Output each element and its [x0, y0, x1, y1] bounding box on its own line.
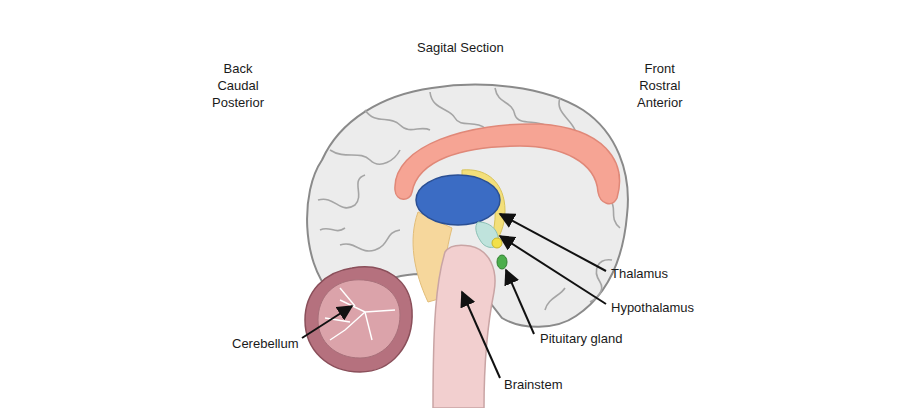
diagram-title: Sagital Section [417, 39, 504, 56]
arbor-vitae [325, 288, 395, 340]
direction-label: Back Caudal Posterior [212, 60, 264, 111]
cerebellum [305, 267, 412, 372]
part-label: Thalamus [611, 265, 668, 282]
pituitary-gland [497, 255, 507, 269]
part-label: Brainstem [504, 376, 563, 393]
thalamus [416, 175, 500, 225]
pituitary-stalk [492, 238, 502, 248]
leader-lines [302, 214, 606, 378]
part-label: Hypothalamus [611, 299, 694, 316]
brainstem [433, 245, 495, 408]
direction-label: Front Rostral Anterior [637, 60, 683, 111]
part-label: Cerebellum [232, 335, 298, 352]
part-label: Pituitary gland [540, 330, 622, 347]
